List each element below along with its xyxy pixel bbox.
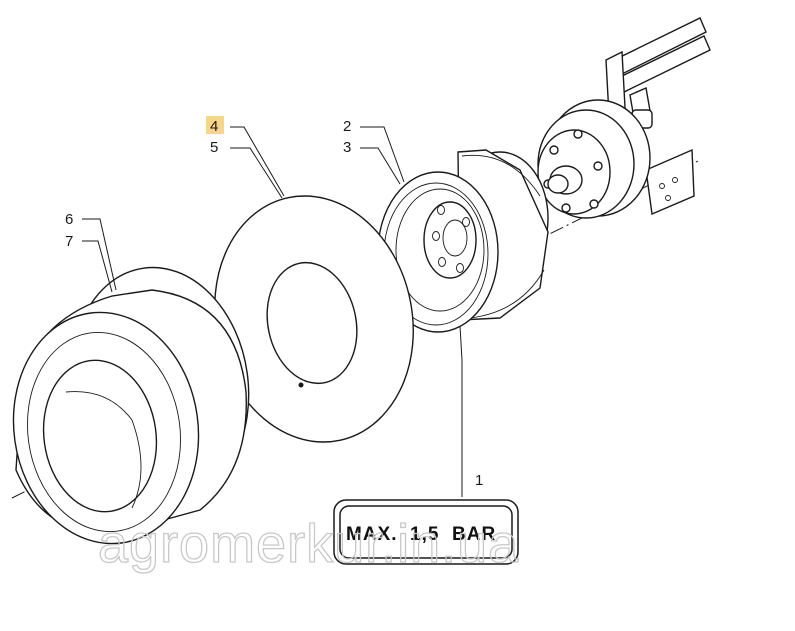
watermark: agromerkur.in.ua <box>98 514 519 574</box>
inner-tube <box>214 195 414 443</box>
callout-4: 4 <box>210 118 218 135</box>
callout-2: 2 <box>343 118 351 135</box>
valve-dot <box>298 382 304 388</box>
callout-4-highlight <box>206 116 224 134</box>
pressure-label-text: MAX. 1,5 BAR <box>346 524 496 545</box>
pressure-label: MAX. 1,5 BAR <box>333 499 519 565</box>
rim-bolt-holes <box>432 205 470 273</box>
tyre <box>12 266 250 545</box>
leader-lines <box>82 126 463 497</box>
hub-studs <box>543 129 603 213</box>
callout-7: 7 <box>65 233 73 250</box>
wheel-rim <box>377 149 549 333</box>
axle-hub-assembly <box>537 17 711 219</box>
callout-numbers: 4 5 2 3 6 7 1 <box>65 116 483 489</box>
callout-6: 6 <box>65 211 73 228</box>
callout-1: 1 <box>475 472 483 489</box>
callout-3: 3 <box>343 139 351 156</box>
callout-5: 5 <box>210 139 218 156</box>
